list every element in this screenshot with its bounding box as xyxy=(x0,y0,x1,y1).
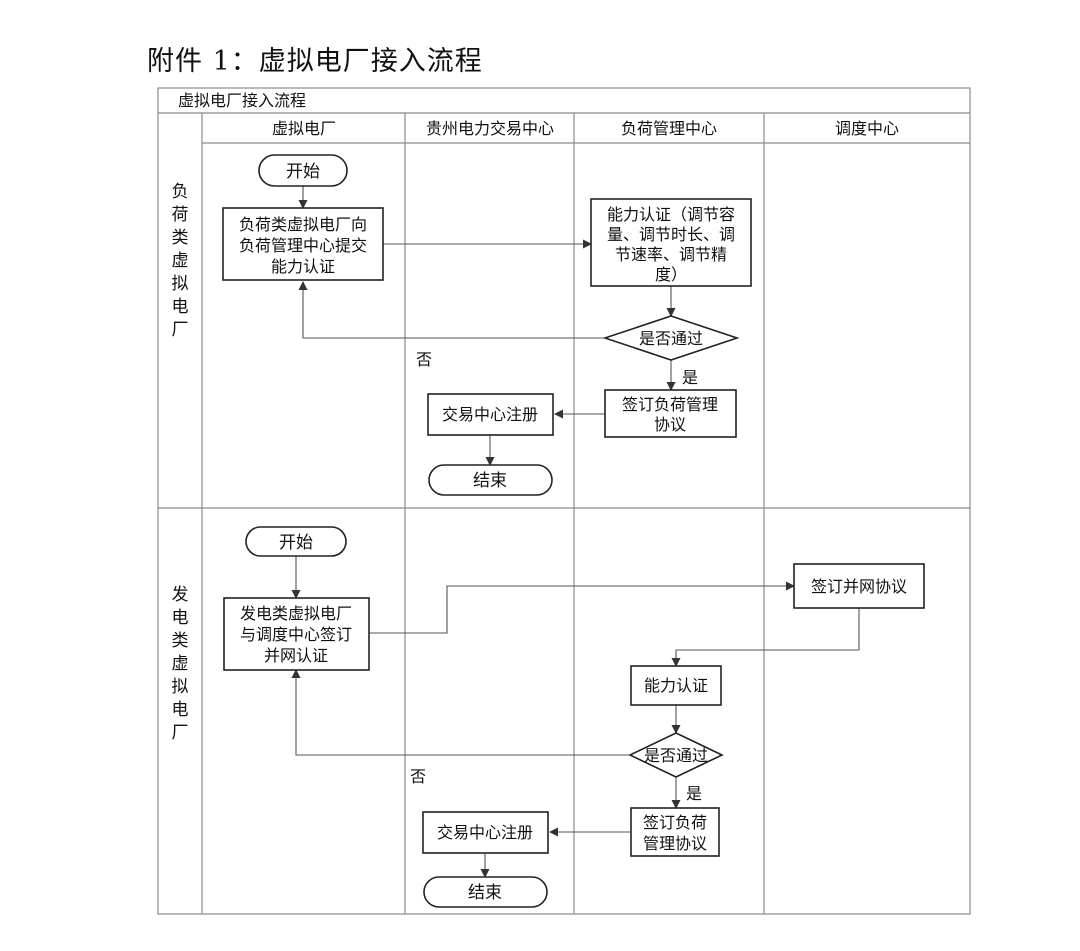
agreement-line: 签订负荷 xyxy=(643,813,707,832)
start-terminal-label: 开始 xyxy=(286,162,320,182)
side-label-char: 厂 xyxy=(172,320,189,340)
agreement-line: 签订负荷管理 xyxy=(622,395,718,414)
sign-agreement-box xyxy=(604,389,737,438)
side-label-char: 虚 xyxy=(172,251,189,271)
submit-process-box xyxy=(222,207,384,281)
submit-process-line: 能力认证 xyxy=(271,257,335,276)
side-label-char: 电 xyxy=(172,608,189,628)
submit-process-line: 负荷类虚拟电厂向 xyxy=(239,215,367,234)
submit-process-line: 与调度中心签订 xyxy=(240,625,352,644)
end-terminal-label: 结束 xyxy=(468,883,502,903)
trading-registration-box xyxy=(422,811,549,854)
no-branch-label: 否 xyxy=(410,767,426,786)
side-label-char: 类 xyxy=(172,228,189,248)
decision-label: 是否通过 xyxy=(639,329,703,348)
registration-label: 交易中心注册 xyxy=(442,405,538,424)
yes-branch-label: 是 xyxy=(686,784,702,803)
certification-line: 能力认证（调节容 xyxy=(607,205,735,224)
section-label-generation-type: 发 电 类 虚 拟 电 厂 xyxy=(172,585,189,743)
section-generation-type-flow: 开始 发电类虚拟电厂 与调度中心签订 并网认证 签订并网协议 能力认证 是否通过… xyxy=(223,526,925,908)
submit-process-box xyxy=(223,597,370,671)
certification-line: 节速率、调节精 xyxy=(615,245,727,264)
start-terminal-label: 开始 xyxy=(279,533,313,553)
grid-connection-agreement-box xyxy=(793,563,925,609)
agreement-line: 协议 xyxy=(654,415,686,434)
end-terminal xyxy=(423,876,548,908)
sign-agreement-box xyxy=(630,807,720,857)
submit-process-line: 发电类虚拟电厂 xyxy=(240,604,352,623)
start-terminal xyxy=(258,154,348,187)
connector-arrow xyxy=(671,608,860,667)
column-header-dispatch-center: 调度中心 xyxy=(835,119,899,138)
section-load-type-flow: 开始 负荷类虚拟电厂向 负荷管理中心提交 能力认证 能力认证（调节容 量、调节时… xyxy=(222,154,752,496)
certification-line: 量、调节时长、调 xyxy=(607,225,735,244)
end-terminal xyxy=(428,464,553,496)
agreement-line: 管理协议 xyxy=(643,834,707,853)
side-label-char: 负 xyxy=(172,182,189,202)
capability-certification-box xyxy=(590,198,752,287)
certification-line: 度） xyxy=(655,265,687,284)
decision-diamond xyxy=(602,315,740,361)
submit-process-line: 并网认证 xyxy=(264,646,328,665)
decision-diamond xyxy=(628,732,724,778)
side-label-char: 荷 xyxy=(172,205,189,225)
decision-label: 是否通过 xyxy=(644,746,708,765)
connector-arrow-no xyxy=(291,669,630,756)
side-label-char: 电 xyxy=(172,700,189,720)
trading-registration-box xyxy=(427,393,554,436)
side-label-char: 电 xyxy=(172,297,189,317)
registration-label: 交易中心注册 xyxy=(437,823,533,842)
side-label-char: 厂 xyxy=(172,723,189,743)
grid-agreement-label: 签订并网协议 xyxy=(811,577,907,596)
section-label-load-type: 负 荷 类 虚 拟 电 厂 xyxy=(172,182,189,340)
page-title: 附件 1：虚拟电厂接入流程 xyxy=(147,46,483,77)
certification-label: 能力认证 xyxy=(644,676,708,695)
connector-arrow xyxy=(369,581,795,634)
column-header-virtual-plant: 虚拟电厂 xyxy=(272,119,336,138)
no-branch-label: 否 xyxy=(416,350,432,369)
table-title: 虚拟电厂接入流程 xyxy=(178,91,306,110)
side-label-char: 虚 xyxy=(172,654,189,674)
side-label-char: 拟 xyxy=(172,677,189,697)
connector-arrow-no xyxy=(298,281,605,339)
submit-process-line: 负荷管理中心提交 xyxy=(239,236,367,255)
end-terminal-label: 结束 xyxy=(473,471,507,491)
yes-branch-label: 是 xyxy=(682,368,698,387)
swimlane-grid xyxy=(157,87,971,915)
column-header-load-management-center: 负荷管理中心 xyxy=(621,119,717,138)
column-header-trading-center: 贵州电力交易中心 xyxy=(426,119,554,138)
start-terminal xyxy=(245,526,347,557)
capability-certification-box xyxy=(630,665,722,706)
side-label-char: 类 xyxy=(172,631,189,651)
side-label-char: 发 xyxy=(172,585,189,605)
side-label-char: 拟 xyxy=(172,274,189,294)
